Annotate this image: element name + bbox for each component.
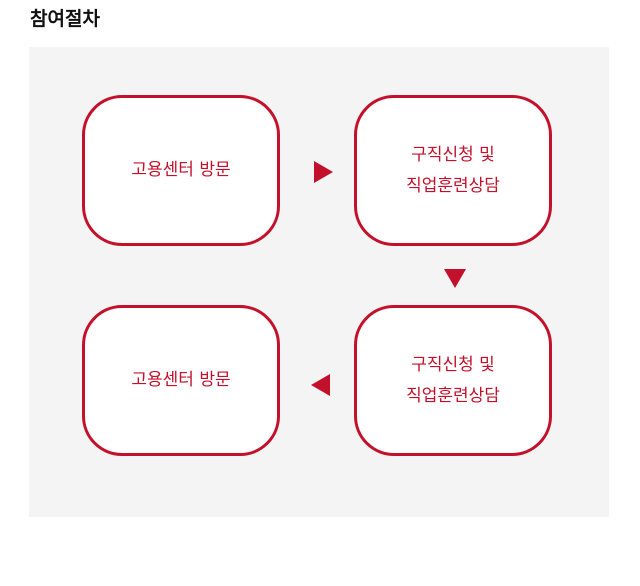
arrow-down-icon bbox=[444, 269, 466, 288]
step-1-line-1: 고용센터 방문 bbox=[131, 160, 231, 180]
step-4-line-1: 고용센터 방문 bbox=[131, 370, 231, 390]
step-3-line-1: 구직신청 및 bbox=[411, 354, 495, 375]
step-box-3: 구직신청 및 직업훈련상담 bbox=[354, 305, 552, 456]
arrow-left-icon bbox=[311, 374, 330, 396]
step-3-line-2: 직업훈련상담 bbox=[406, 385, 500, 406]
step-2-line-2: 직업훈련상담 bbox=[406, 175, 500, 196]
section-title: 참여절차 bbox=[30, 8, 100, 30]
arrow-right-icon bbox=[314, 161, 333, 183]
step-box-2: 구직신청 및 직업훈련상담 bbox=[354, 95, 552, 246]
step-2-line-1: 구직신청 및 bbox=[411, 144, 495, 165]
step-box-4: 고용센터 방문 bbox=[82, 305, 280, 456]
step-box-1: 고용센터 방문 bbox=[82, 95, 280, 246]
procedure-panel: 고용센터 방문 구직신청 및 직업훈련상담 구직신청 및 직업훈련상담 고용센터… bbox=[29, 47, 609, 517]
